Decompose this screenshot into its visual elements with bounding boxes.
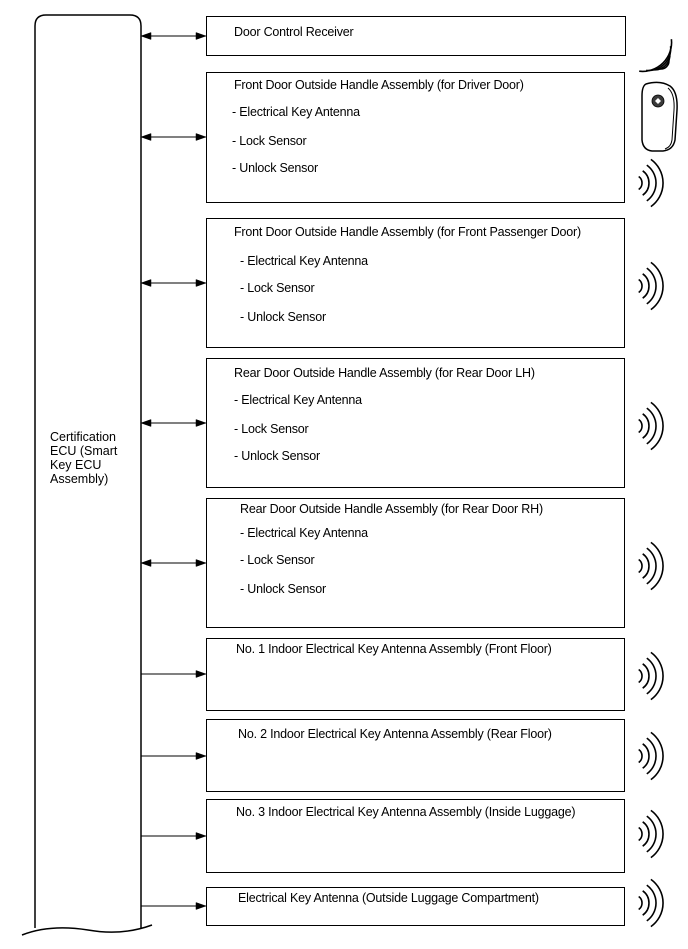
key-fob-icon bbox=[641, 81, 678, 152]
component-title: Front Door Outside Handle Assembly (for … bbox=[234, 225, 581, 239]
rear-door-lh-handle-box bbox=[206, 358, 625, 488]
arrow-head-right bbox=[195, 832, 207, 840]
component-item: - Lock Sensor bbox=[234, 422, 309, 436]
component-title: No. 2 Indoor Electrical Key Antenna Asse… bbox=[238, 727, 552, 741]
arrow-head-left bbox=[140, 279, 152, 287]
arrow-head-left bbox=[140, 133, 152, 141]
ecu-label-line: Key ECU bbox=[50, 458, 102, 472]
component-title: Front Door Outside Handle Assembly (for … bbox=[234, 78, 524, 92]
arrow-head-right bbox=[195, 670, 207, 678]
arrow-head-right bbox=[195, 752, 207, 760]
component-item: - Lock Sensor bbox=[240, 553, 315, 567]
arrow-head-left bbox=[140, 559, 152, 567]
antenna-signal-icon bbox=[638, 731, 664, 781]
component-title: Rear Door Outside Handle Assembly (for R… bbox=[234, 366, 535, 380]
component-item: - Lock Sensor bbox=[240, 281, 315, 295]
component-item: - Unlock Sensor bbox=[240, 582, 326, 596]
arrow-head-right bbox=[195, 133, 207, 141]
component-item: - Electrical Key Antenna bbox=[232, 105, 360, 119]
component-item: - Electrical Key Antenna bbox=[240, 526, 368, 540]
component-title: No. 3 Indoor Electrical Key Antenna Asse… bbox=[236, 805, 576, 819]
arrow-head-left bbox=[140, 32, 152, 40]
component-item: - Unlock Sensor bbox=[240, 310, 326, 324]
ecu-label-line: ECU (Smart bbox=[50, 444, 118, 458]
indoor-antenna-1-box bbox=[206, 638, 625, 711]
arrow-head-right bbox=[195, 419, 207, 427]
ecu-label-line: Certification bbox=[50, 430, 116, 444]
outside-luggage-antenna-box bbox=[206, 887, 625, 926]
component-item: - Unlock Sensor bbox=[232, 161, 318, 175]
door-control-receiver-box bbox=[206, 16, 626, 56]
antenna-signal-icon bbox=[638, 809, 664, 859]
ecu-label-line: Assembly) bbox=[50, 472, 109, 486]
component-item: - Electrical Key Antenna bbox=[234, 393, 362, 407]
ecu-column-break bbox=[21, 924, 153, 936]
receiver-signal-icon bbox=[639, 39, 673, 73]
component-title: Rear Door Outside Handle Assembly (for R… bbox=[240, 502, 543, 516]
arrow-head-right bbox=[195, 279, 207, 287]
front-passenger-door-handle-box bbox=[206, 218, 625, 348]
antenna-signal-icon bbox=[638, 158, 664, 208]
rear-door-rh-handle-box bbox=[206, 498, 625, 628]
antenna-signal-icon bbox=[638, 541, 664, 591]
component-item: - Electrical Key Antenna bbox=[240, 254, 368, 268]
antenna-signal-icon bbox=[638, 401, 664, 451]
antenna-signal-icon bbox=[638, 878, 664, 928]
component-item: - Lock Sensor bbox=[232, 134, 307, 148]
driver-door-handle-box bbox=[206, 72, 625, 203]
indoor-antenna-3-box bbox=[206, 799, 625, 873]
arrow-head-left bbox=[140, 419, 152, 427]
antenna-signal-icon bbox=[638, 261, 664, 311]
ecu-label: Certification ECU (Smart Key ECU Assembl… bbox=[50, 430, 135, 486]
arrow-head-right bbox=[195, 559, 207, 567]
indoor-antenna-2-box bbox=[206, 719, 625, 792]
arrow-head-right bbox=[195, 32, 207, 40]
component-title: Electrical Key Antenna (Outside Luggage … bbox=[238, 891, 539, 905]
component-item: - Unlock Sensor bbox=[234, 449, 320, 463]
component-title: No. 1 Indoor Electrical Key Antenna Asse… bbox=[236, 642, 552, 656]
arrow-head-right bbox=[195, 902, 207, 910]
ecu-column bbox=[34, 14, 142, 928]
component-title: Door Control Receiver bbox=[234, 25, 354, 39]
antenna-signal-icon bbox=[638, 651, 664, 701]
